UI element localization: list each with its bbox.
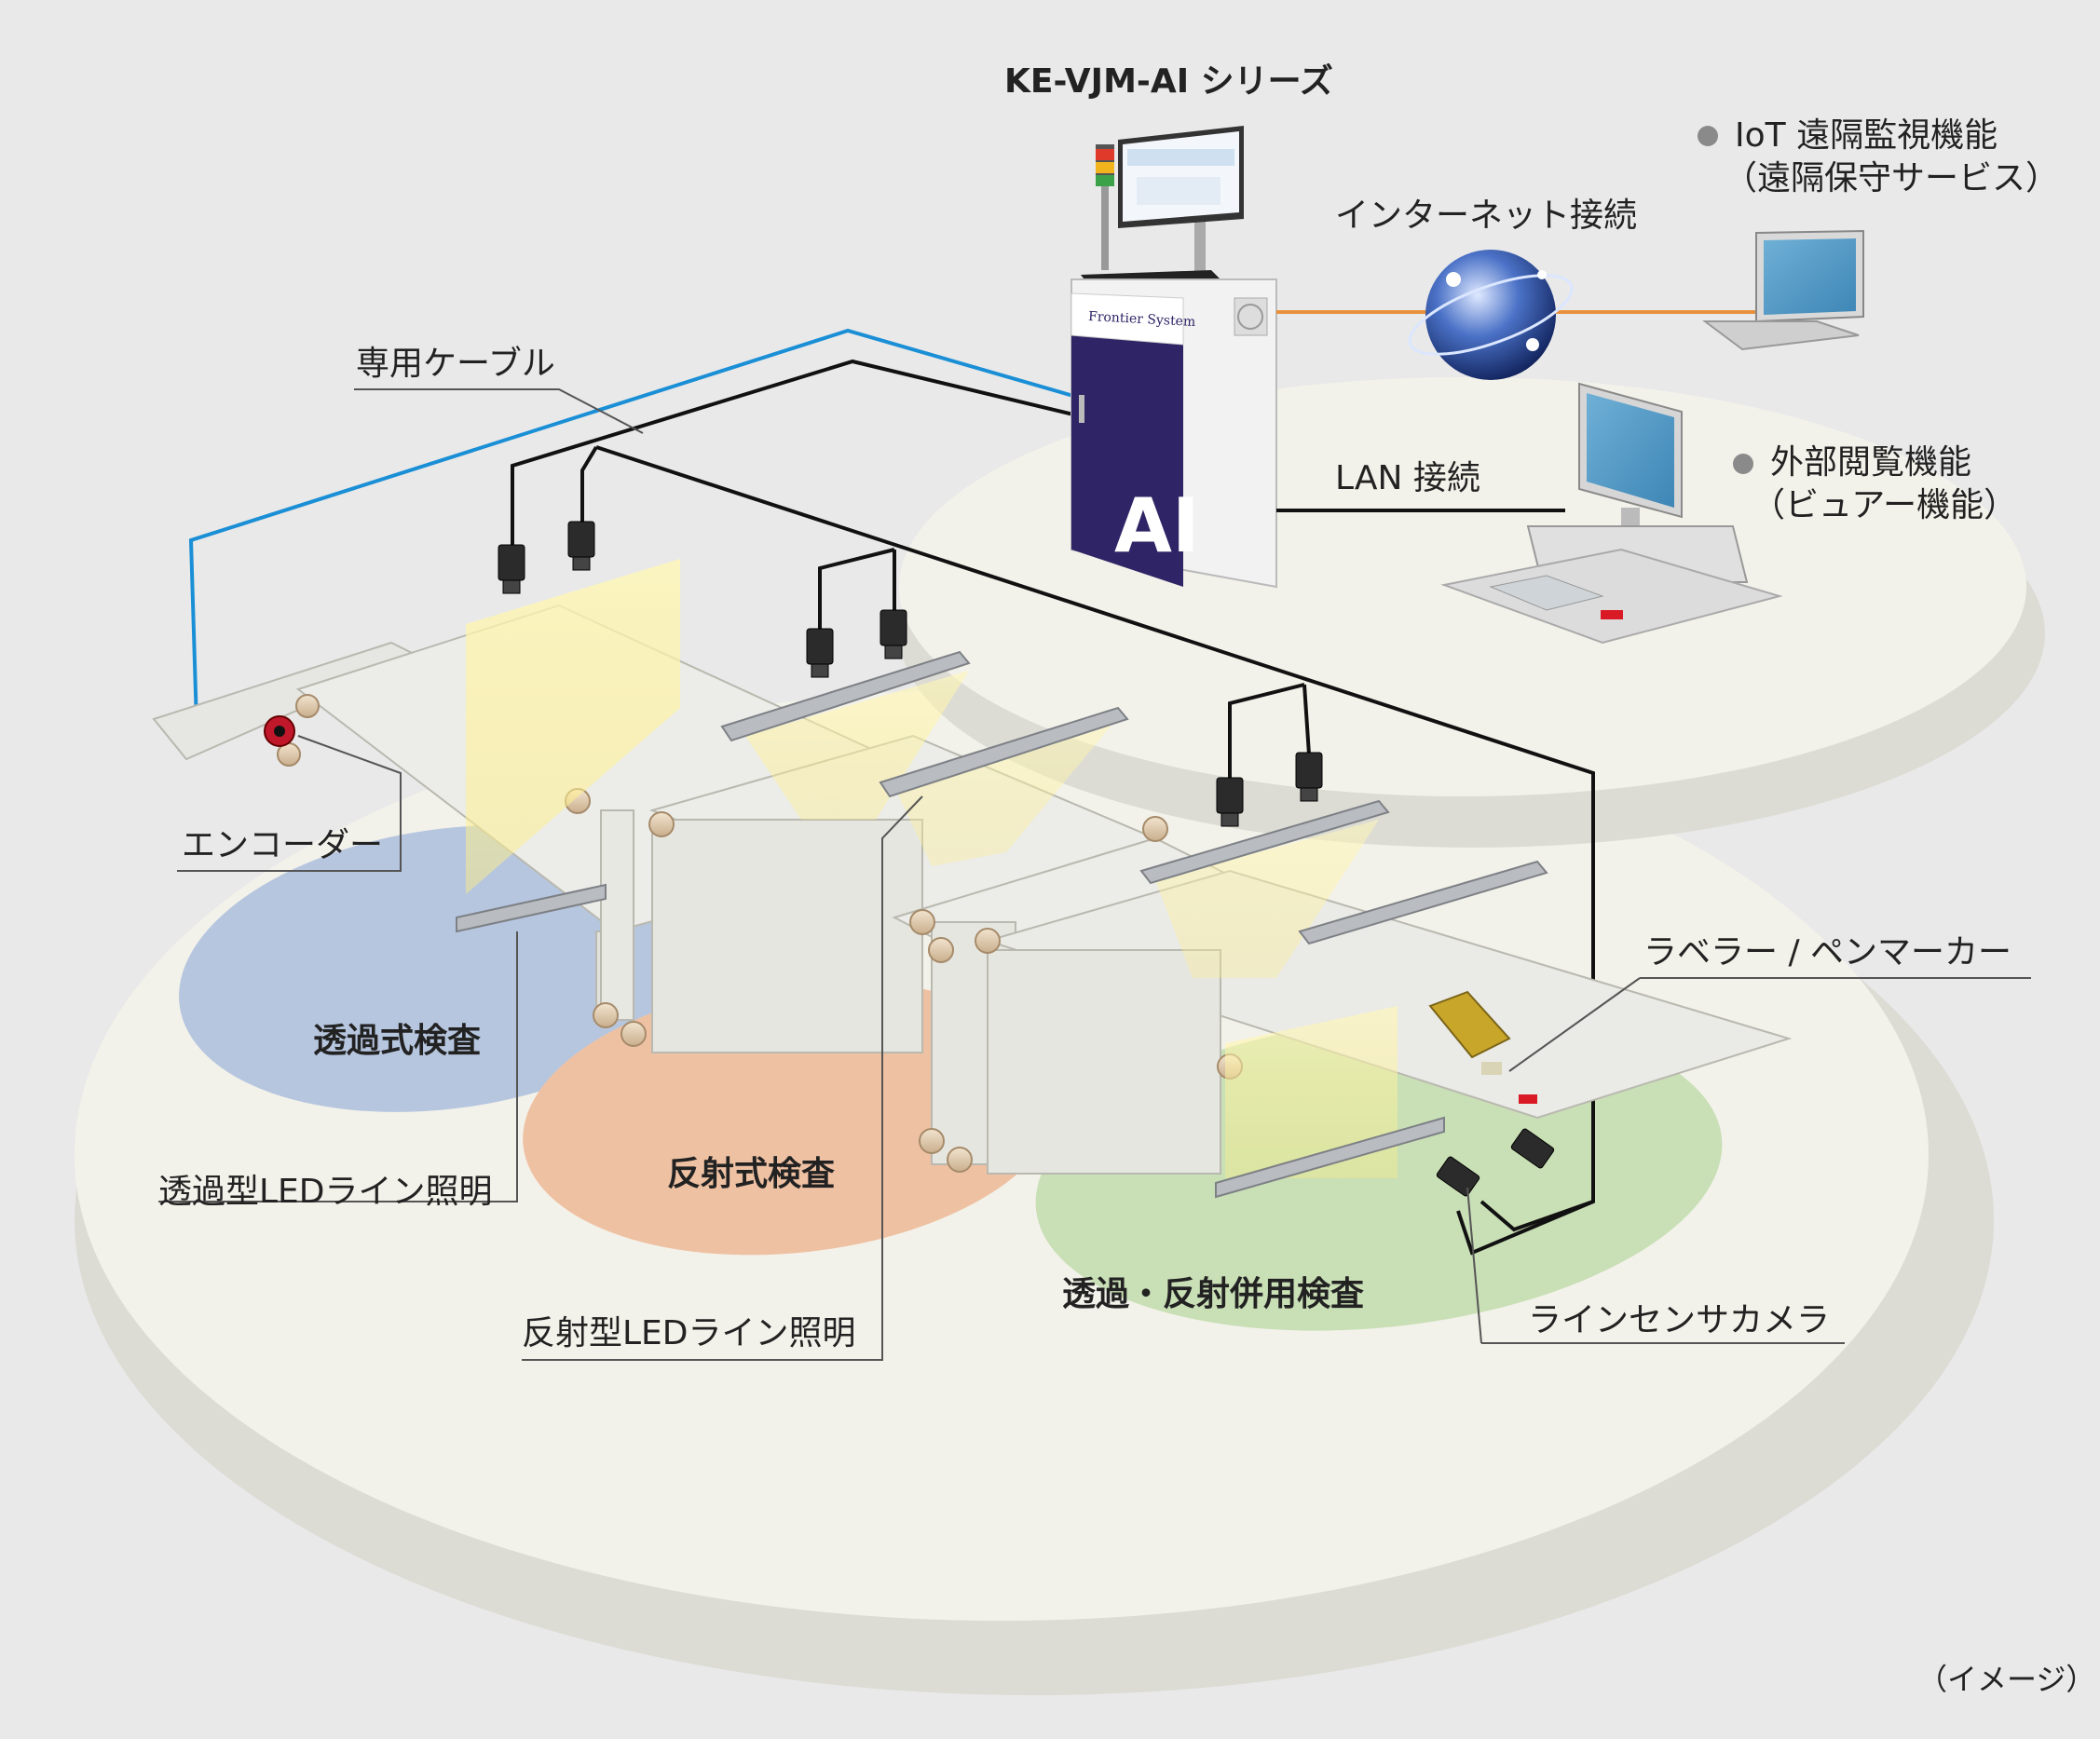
- control-cabinet: [1070, 126, 1277, 589]
- desktop-computer-icon: [1440, 382, 1783, 645]
- image-note: （イメージ）: [1917, 1662, 2096, 1697]
- camera-8: [1510, 1128, 1555, 1169]
- camera-5: [1216, 777, 1244, 827]
- zone-combined-label: 透過・反射併用検査: [1062, 1275, 1365, 1313]
- camera-7: [1436, 1156, 1480, 1197]
- transmission-light-bar-1: [456, 883, 607, 933]
- encoder-device: [264, 715, 295, 747]
- reflection-light-bar-2: [879, 706, 1129, 798]
- laptop-icon: [1702, 229, 1864, 351]
- diagram-title: KE-VJM-AI シリーズ: [1004, 62, 1333, 101]
- iot-feature-sublabel: （遠隔保守サービス）: [1724, 159, 2060, 197]
- leader-lines: [158, 388, 2031, 1361]
- bullet-iot-icon: [1698, 126, 1718, 146]
- labeler-label: ラベラー / ペンマーカー: [1643, 933, 2012, 971]
- cabinet-ai-badge: AI: [1114, 482, 1200, 569]
- viewer-feature-label: 外部閲覧機能: [1770, 443, 1972, 482]
- encoder-label: エンコーダー: [182, 826, 384, 864]
- viewer-feature-sublabel: （ビュアー機能）: [1752, 486, 2018, 524]
- tower-pole: [1101, 182, 1109, 270]
- zone-transmission-label: 透過式検査: [313, 1022, 482, 1060]
- bullet-viewer-icon: [1733, 454, 1753, 474]
- labeler-device: [1428, 990, 1537, 1104]
- globe-icon: [1408, 250, 1574, 380]
- transmission-light-label: 透過型LEDライン照明: [158, 1173, 493, 1211]
- lan-label: LAN 接続: [1335, 459, 1480, 497]
- cable-label: 専用ケーブル: [356, 345, 555, 383]
- line-sensor-cameras: [498, 521, 1555, 1197]
- camera-4: [880, 609, 907, 659]
- camera-2: [567, 521, 595, 571]
- led-line-lights: [456, 650, 1548, 1199]
- camera-3: [806, 628, 834, 678]
- camera-1: [498, 544, 525, 594]
- line-camera-label: ラインセンサカメラ: [1528, 1301, 1831, 1339]
- monitor: [1118, 126, 1244, 228]
- reflection-light-bar-4: [1298, 860, 1548, 945]
- zone-reflection-label: 反射式検査: [667, 1155, 836, 1193]
- internet-label: インターネット接続: [1335, 197, 1638, 235]
- reflection-light-label: 反射型LEDライン照明: [522, 1314, 856, 1352]
- transmission-light-bar-2: [1215, 1116, 1445, 1199]
- encoder-cable: [188, 328, 1074, 755]
- reflection-light-bar-1: [720, 650, 971, 742]
- iot-feature-label: IoT 遠隔監視機能: [1735, 116, 1998, 155]
- camera-6: [1295, 752, 1323, 802]
- light-beams: [466, 559, 1398, 1178]
- dedicated-cable: [511, 359, 1595, 1256]
- reflection-light-bar-3: [1139, 799, 1390, 885]
